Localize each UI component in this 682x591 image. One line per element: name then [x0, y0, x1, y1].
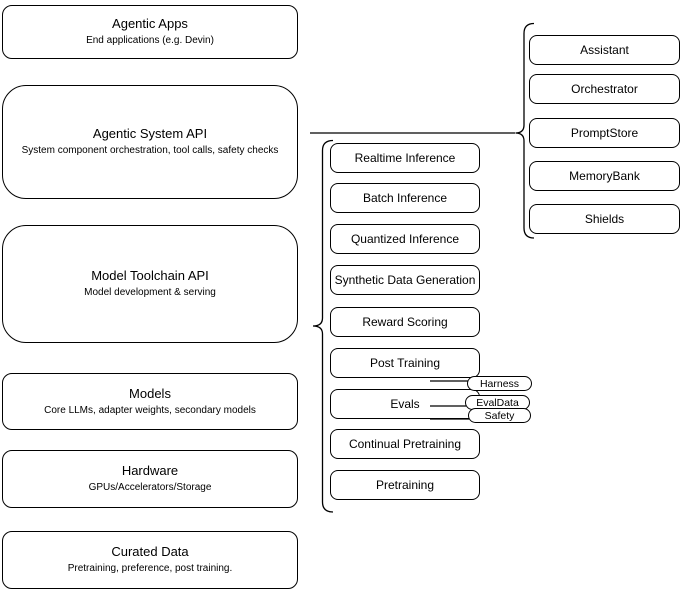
tag-safety: Safety: [468, 408, 531, 423]
node-quantized-inference: Quantized Inference: [330, 224, 480, 254]
node-hardware: Hardware GPUs/Accelerators/Storage: [2, 450, 298, 508]
node-title: Curated Data: [111, 544, 189, 559]
node-assistant: Assistant: [529, 35, 680, 65]
node-title: Models: [129, 385, 171, 401]
node-title: Model Toolchain API: [91, 268, 209, 283]
node-realtime-inference: Realtime Inference: [330, 143, 480, 173]
node-subtitle: System component orchestration, tool cal…: [21, 145, 279, 156]
node-promptstore: PromptStore: [529, 118, 680, 148]
node-subtitle: GPUs/Accelerators/Storage: [88, 482, 212, 493]
node-model-toolchain-api: Model Toolchain API Model development & …: [2, 225, 298, 343]
node-title: Agentic Apps: [112, 16, 188, 31]
node-agentic-system-api: Agentic System API System component orch…: [2, 85, 298, 199]
node-orchestrator: Orchestrator: [529, 74, 680, 104]
node-title: Hardware: [121, 463, 179, 478]
node-subtitle: Core LLMs, adapter weights, secondary mo…: [44, 404, 256, 416]
node-batch-inference: Batch Inference: [330, 183, 480, 213]
node-shields: Shields: [529, 204, 680, 234]
node-models: Models Core LLMs, adapter weights, secon…: [2, 373, 298, 430]
node-subtitle: Pretraining, preference, post training.: [67, 563, 233, 574]
node-subtitle: End applications (e.g. Devin): [86, 35, 214, 46]
node-agentic-apps: Agentic Apps End applications (e.g. Devi…: [2, 5, 298, 59]
tag-harness: Harness: [467, 376, 532, 391]
node-memorybank: MemoryBank: [529, 161, 680, 191]
node-synthetic-data-generation: Synthetic Data Generation: [330, 265, 480, 295]
node-curated-data: Curated Data Pretraining, preference, po…: [2, 531, 298, 589]
node-evals: Evals: [330, 389, 480, 419]
node-post-training: Post Training: [330, 348, 480, 378]
node-title: Agentic System API: [92, 126, 208, 141]
node-pretraining: Pretraining: [330, 470, 480, 500]
node-subtitle: Model development & serving: [84, 287, 216, 298]
node-continual-pretraining: Continual Pretraining: [330, 429, 480, 459]
node-reward-scoring: Reward Scoring: [330, 307, 480, 337]
